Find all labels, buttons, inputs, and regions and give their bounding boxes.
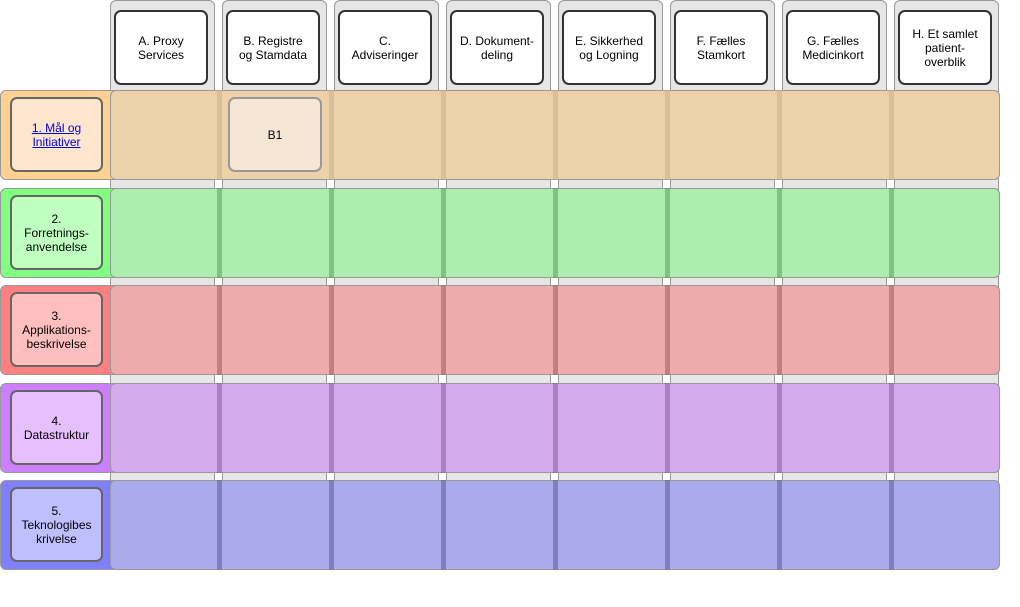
row-label-2[interactable]: 2. Forretnings- anvendelse <box>10 195 103 270</box>
column-divider <box>329 480 334 570</box>
column-divider <box>441 480 446 570</box>
column-divider <box>777 285 782 375</box>
column-divider <box>889 90 894 180</box>
row-label-4[interactable]: 4. Datastruktur <box>10 390 103 465</box>
column-divider <box>329 285 334 375</box>
column-divider <box>553 188 558 278</box>
column-divider <box>665 90 670 180</box>
column-divider <box>889 383 894 473</box>
column-divider <box>217 383 222 473</box>
column-divider <box>777 188 782 278</box>
column-divider <box>217 90 222 180</box>
column-divider <box>553 383 558 473</box>
column-header-b[interactable]: B. Registre og Stamdata <box>226 10 320 85</box>
column-divider <box>553 480 558 570</box>
column-divider <box>665 383 670 473</box>
column-divider <box>441 188 446 278</box>
column-divider <box>329 90 334 180</box>
column-divider <box>889 480 894 570</box>
row-label-5[interactable]: 5. Teknologibes krivelse <box>10 487 103 562</box>
cell-b1[interactable]: B1 <box>228 97 322 172</box>
column-divider <box>777 90 782 180</box>
column-header-c[interactable]: C. Adviseringer <box>338 10 432 85</box>
column-divider <box>777 383 782 473</box>
column-divider <box>553 90 558 180</box>
column-divider <box>777 480 782 570</box>
column-divider <box>217 285 222 375</box>
column-divider <box>329 383 334 473</box>
column-divider <box>441 383 446 473</box>
column-divider <box>665 188 670 278</box>
column-divider <box>889 285 894 375</box>
row-label-1[interactable]: 1. Mål og Initiativer <box>10 97 103 172</box>
column-divider <box>441 90 446 180</box>
column-header-a[interactable]: A. Proxy Services <box>114 10 208 85</box>
column-divider <box>553 285 558 375</box>
column-divider <box>665 480 670 570</box>
column-header-e[interactable]: E. Sikkerhed og Logning <box>562 10 656 85</box>
column-divider <box>889 188 894 278</box>
column-divider <box>217 480 222 570</box>
column-divider <box>441 285 446 375</box>
column-divider <box>329 188 334 278</box>
row-label-link-1[interactable]: 1. Mål og Initiativer <box>31 120 82 149</box>
column-divider <box>217 188 222 278</box>
column-divider <box>665 285 670 375</box>
row-label-3[interactable]: 3. Applikations- beskrivelse <box>10 292 103 367</box>
column-header-g[interactable]: G. Fælles Medicinkort <box>786 10 880 85</box>
column-header-h[interactable]: H. Et samlet patient- overblik <box>898 10 992 85</box>
column-header-f[interactable]: F. Fælles Stamkort <box>674 10 768 85</box>
column-header-d[interactable]: D. Dokument- deling <box>450 10 544 85</box>
